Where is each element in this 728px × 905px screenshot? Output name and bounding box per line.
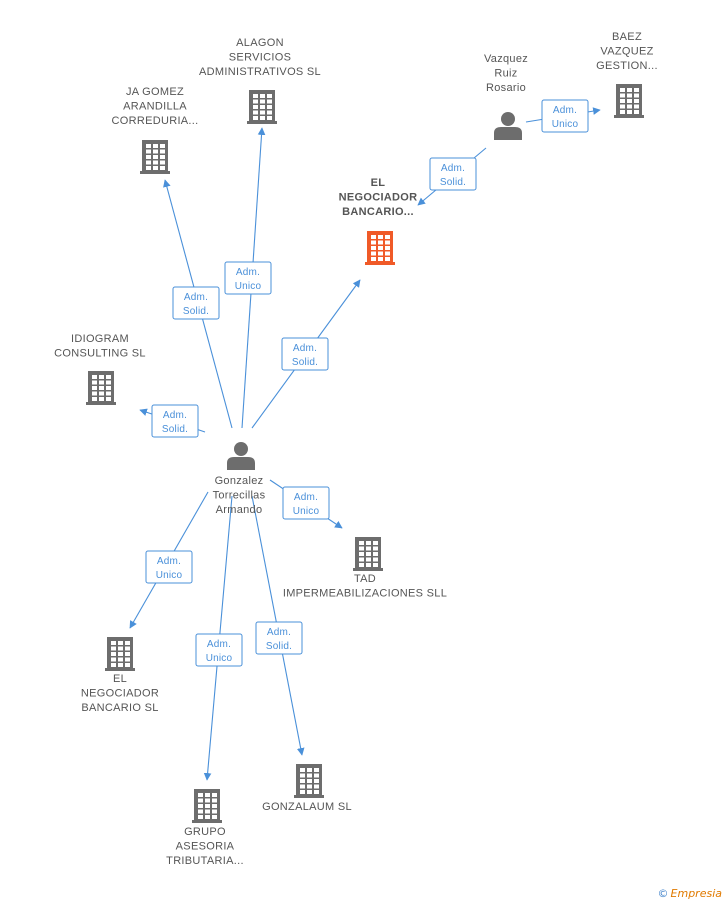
node-label: Vazquez xyxy=(484,53,528,65)
role-text: Unico xyxy=(552,119,579,130)
role-badge[interactable]: Adm. Unico xyxy=(145,550,193,584)
role-text: Unico xyxy=(206,653,233,664)
node-baez[interactable]: BAEZ VAZQUEZ GESTION... xyxy=(596,31,658,118)
building-icon xyxy=(247,90,277,124)
role-text: Adm. xyxy=(294,492,318,503)
role-badge[interactable]: Adm. Solid. xyxy=(281,337,329,371)
node-label: GESTION... xyxy=(596,60,658,72)
node-label: TRIBUTARIA... xyxy=(166,855,244,867)
brand-name: Empresia xyxy=(670,887,722,900)
node-label: VAZQUEZ xyxy=(600,46,653,58)
role-badge[interactable]: Adm. Solid. xyxy=(151,404,199,438)
role-text: Solid. xyxy=(440,177,466,188)
node-label: BANCARIO SL xyxy=(81,702,158,714)
edge-gonzalez-to-negociador_main: Adm. Solid. xyxy=(251,279,361,429)
person-icon xyxy=(494,112,522,140)
edge-gonzalez-to-gonzalaum: Adm. Solid. xyxy=(251,495,305,756)
role-badge[interactable]: Adm. Unico xyxy=(282,486,330,520)
person-icon xyxy=(227,442,255,470)
role-text: Solid. xyxy=(162,424,188,435)
node-tad[interactable]: TAD IMPERMEABILIZACIONES SLL xyxy=(283,537,447,600)
copyright-icon: © xyxy=(657,887,669,900)
node-label: IMPERMEABILIZACIONES SLL xyxy=(283,588,447,600)
role-badge[interactable]: Adm. Solid. xyxy=(429,157,477,191)
node-label: Gonzalez xyxy=(215,475,264,487)
node-grupo[interactable]: GRUPO ASESORIA TRIBUTARIA... xyxy=(166,789,244,867)
edge-gonzalez-to-grupo: Adm. Unico xyxy=(195,495,243,781)
role-text: Solid. xyxy=(183,306,209,317)
edge-vazquez-to-baez: Adm. Unico xyxy=(525,99,601,133)
role-badge[interactable]: Adm. Unico xyxy=(541,99,589,133)
node-negociador_main[interactable]: EL NEGOCIADOR BANCARIO... xyxy=(339,177,418,265)
node-label: Armando xyxy=(216,504,263,516)
building-icon xyxy=(105,637,135,671)
building-icon xyxy=(365,231,395,265)
node-label: NEGOCIADOR xyxy=(339,192,418,204)
building-icon xyxy=(192,789,222,823)
node-label: ALAGON xyxy=(236,37,284,49)
role-text: Unico xyxy=(156,570,183,581)
brand-watermark: ©Empresia xyxy=(658,887,722,900)
node-alagon[interactable]: ALAGON SERVICIOS ADMINISTRATIVOS SL xyxy=(199,37,321,124)
node-label: IDIOGRAM xyxy=(71,333,129,345)
role-text: Adm. xyxy=(293,343,317,354)
node-label: SERVICIOS xyxy=(229,52,291,64)
role-text: Solid. xyxy=(266,641,292,652)
edge-gonzalez-to-negociador_sl: Adm. Unico xyxy=(129,491,209,629)
role-text: Adm. xyxy=(184,292,208,303)
role-badge[interactable]: Adm. Unico xyxy=(224,261,272,295)
node-jagomez[interactable]: JA GOMEZ ARANDILLA CORREDURIA... xyxy=(111,86,198,174)
role-text: Unico xyxy=(293,506,320,517)
node-label: BANCARIO... xyxy=(342,206,414,218)
node-idiogram[interactable]: IDIOGRAM CONSULTING SL xyxy=(54,333,146,405)
node-label: GONZALAUM SL xyxy=(262,801,352,813)
node-label: CORREDURIA... xyxy=(111,115,198,127)
role-text: Adm. xyxy=(207,639,231,650)
role-text: Adm. xyxy=(267,627,291,638)
node-label: NEGOCIADOR xyxy=(81,688,159,700)
node-label: EL xyxy=(371,177,386,189)
edge-gonzalez-to-idiogram: Adm. Solid. xyxy=(139,404,206,438)
building-icon xyxy=(614,84,644,118)
building-icon xyxy=(86,371,116,405)
building-icon xyxy=(294,764,324,798)
node-label: ASESORIA xyxy=(176,841,235,853)
role-badge[interactable]: Adm. Solid. xyxy=(255,621,303,655)
node-label: ARANDILLA xyxy=(123,101,187,113)
node-label: Torrecillas xyxy=(213,490,266,502)
node-label: ADMINISTRATIVOS SL xyxy=(199,66,321,78)
role-text: Unico xyxy=(235,281,262,292)
role-text: Adm. xyxy=(236,267,260,278)
node-label: Ruiz xyxy=(494,68,517,80)
role-text: Adm. xyxy=(157,556,181,567)
node-label: Rosario xyxy=(486,82,526,94)
role-badge[interactable]: Adm. Solid. xyxy=(172,286,220,320)
role-badge[interactable]: Adm. Unico xyxy=(195,633,243,667)
node-negociador_sl[interactable]: EL NEGOCIADOR BANCARIO SL xyxy=(81,637,159,714)
node-label: EL xyxy=(113,673,127,685)
node-gonzalaum[interactable]: GONZALAUM SL xyxy=(262,764,352,813)
node-label: GRUPO xyxy=(184,826,226,838)
node-label: CONSULTING SL xyxy=(54,348,146,360)
building-icon xyxy=(353,537,383,571)
edge-gonzalez-to-tad: Adm. Unico xyxy=(269,479,343,529)
role-text: Adm. xyxy=(163,410,187,421)
edge-vazquez-to-negociador_main: Adm. Solid. xyxy=(417,147,487,206)
edge-gonzalez-to-jagomez: Adm. Solid. xyxy=(163,179,233,429)
node-label: JA GOMEZ xyxy=(126,86,184,98)
node-label: BAEZ xyxy=(612,31,642,43)
node-label: TAD xyxy=(354,573,376,585)
edge-gonzalez-to-alagon: Adm. Unico xyxy=(224,127,272,429)
role-text: Solid. xyxy=(292,357,318,368)
role-text: Adm. xyxy=(553,105,577,116)
building-icon xyxy=(140,140,170,174)
role-text: Adm. xyxy=(441,163,465,174)
